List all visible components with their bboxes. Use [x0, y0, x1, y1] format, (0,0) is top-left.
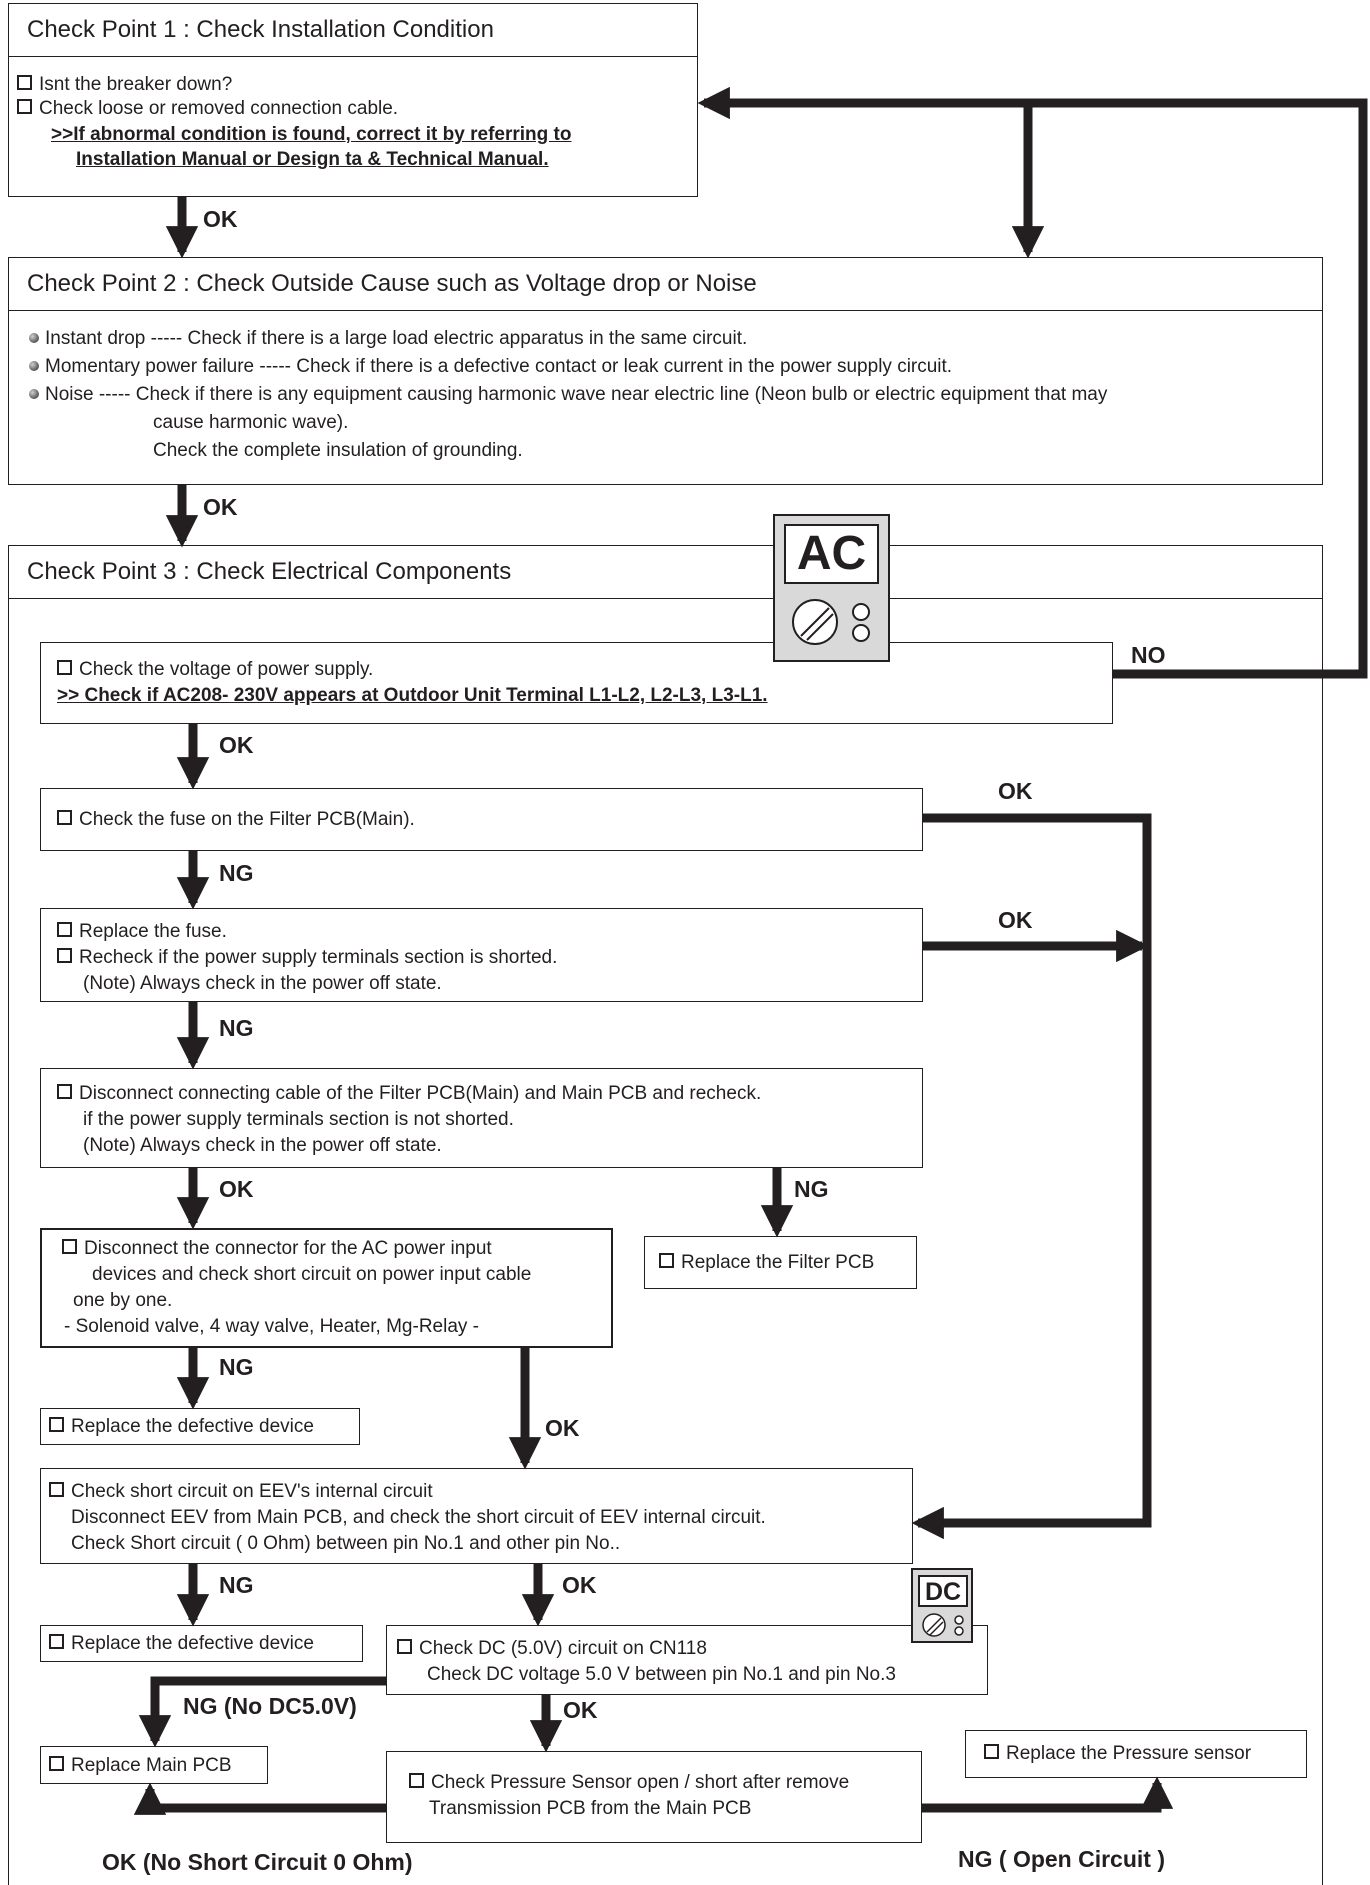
checkbox-icon: [62, 1239, 77, 1254]
ac-meter-label: AC: [784, 524, 879, 584]
checkbox-icon: [49, 1634, 64, 1649]
arrow-pressure-main-pcb: [133, 1782, 386, 1815]
check-point-3-title: Check Point 3 : Check Electrical Compone…: [9, 546, 1322, 599]
cp1-item-cable: Check loose or removed connection cable.: [17, 96, 398, 122]
pressure-check-line-1: Check Pressure Sensor open / short after…: [409, 1770, 849, 1796]
bullet-icon: [29, 389, 39, 399]
checkbox-icon: [57, 660, 72, 675]
ac-meter-dial: [792, 599, 870, 645]
label-ok-cp1: OK: [203, 206, 238, 232]
pressure-check-line-2: Transmission PCB from the Main PCB: [429, 1798, 752, 1819]
cp1-item-breaker: Isnt the breaker down?: [17, 72, 232, 98]
replace-fuse-box: Replace the fuse. Recheck if the power s…: [40, 908, 923, 1002]
check-point-1-box: Check Point 1 : Check Installation Condi…: [8, 3, 698, 197]
checkbox-icon: [57, 922, 72, 937]
dc-meter-dial: [922, 1613, 964, 1637]
cp1-instruction-2: Installation Manual or Design ta & Techn…: [76, 149, 549, 170]
fuse-check-box: Check the fuse on the Filter PCB(Main).: [40, 788, 923, 851]
arrow-fuse-ok-eev: [911, 813, 1152, 1540]
label-ng-open: NG ( Open Circuit ): [958, 1846, 1165, 1872]
arrow-no-loop: [697, 86, 1368, 679]
label-ok-dc: OK: [563, 1697, 598, 1723]
eev-check-line-2: Disconnect EEV from Main PCB, and check …: [71, 1507, 766, 1528]
arrow-dc-main-pcb: [138, 1676, 386, 1748]
label-ng-ac: NG: [219, 1354, 254, 1380]
checkbox-icon: [49, 1756, 64, 1771]
checkbox-icon: [659, 1253, 674, 1268]
disconnect-cable-line-1: Disconnect connecting cable of the Filte…: [57, 1081, 761, 1107]
disconnect-cable-box: Disconnect connecting cable of the Filte…: [40, 1068, 923, 1168]
replace-pressure-sensor-line: Replace the Pressure sensor: [984, 1741, 1251, 1767]
pressure-check-box: Check Pressure Sensor open / short after…: [386, 1751, 922, 1843]
label-ok-cp2: OK: [203, 494, 238, 520]
ac-devices-box: Disconnect the connector for the AC powe…: [40, 1228, 613, 1348]
label-ok-fuse: OK: [998, 778, 1033, 804]
ac-devices-line-2: devices and check short circuit on power…: [92, 1264, 532, 1285]
ac-devices-line-1: Disconnect the connector for the AC powe…: [62, 1236, 492, 1262]
check-point-2-box: Check Point 2 : Check Outside Cause such…: [8, 257, 1323, 485]
ac-devices-line-3: one by one.: [73, 1290, 173, 1311]
replace-fuse-line-2: Recheck if the power supply terminals se…: [57, 945, 557, 971]
voltage-check-line-2: >> Check if AC208- 230V appears at Outdo…: [57, 685, 768, 706]
checkbox-icon: [49, 1417, 64, 1432]
label-ng-no-dc: NG (No DC5.0V): [183, 1693, 357, 1719]
checkbox-icon: [49, 1482, 64, 1497]
label-ng-fuse: NG: [219, 860, 254, 886]
cp2-item-power-failure: Momentary power failure ----- Check if t…: [29, 354, 952, 380]
dc-check-line-1: Check DC (5.0V) circuit on CN118: [397, 1636, 707, 1662]
check-point-1-title: Check Point 1 : Check Installation Condi…: [9, 4, 697, 57]
replace-main-pcb-line: Replace Main PCB: [49, 1753, 232, 1779]
fuse-check-line: Check the fuse on the Filter PCB(Main).: [57, 807, 415, 833]
disconnect-cable-note: (Note) Always check in the power off sta…: [83, 1135, 442, 1156]
checkbox-icon: [17, 75, 32, 90]
eev-check-line-1: Check short circuit on EEV's internal ci…: [49, 1479, 433, 1505]
checkbox-icon: [397, 1639, 412, 1654]
voltage-check-box: Check the voltage of power supply. >> Ch…: [40, 642, 1113, 724]
bullet-icon: [29, 361, 39, 371]
label-ok-replace-fuse: OK: [998, 907, 1033, 933]
label-ok-voltage: OK: [219, 732, 254, 758]
disconnect-cable-line-2: if the power supply terminals section is…: [83, 1109, 514, 1130]
cp1-instruction-1: >>If abnormal condition is found, correc…: [51, 124, 572, 145]
checkbox-icon: [409, 1773, 424, 1788]
label-ok-ac: OK: [545, 1415, 580, 1441]
checkbox-icon: [57, 1084, 72, 1099]
cp2-item-noise: Noise ----- Check if there is any equipm…: [29, 382, 1107, 408]
eev-check-line-3: Check Short circuit ( 0 Ohm) between pin…: [71, 1533, 621, 1554]
dc-meter-label: DC: [918, 1575, 968, 1607]
check-point-2-title: Check Point 2 : Check Outside Cause such…: [9, 258, 1322, 311]
replace-pressure-sensor-box: Replace the Pressure sensor: [965, 1730, 1307, 1778]
dc-check-line-2: Check DC voltage 5.0 V between pin No.1 …: [427, 1664, 896, 1685]
label-ng-disconnect: NG: [794, 1176, 829, 1202]
eev-check-box: Check short circuit on EEV's internal ci…: [40, 1468, 913, 1564]
label-ok-no-short: OK (No Short Circuit 0 Ohm): [102, 1849, 413, 1875]
bullet-icon: [29, 333, 39, 343]
replace-filter-pcb-line: Replace the Filter PCB: [659, 1250, 874, 1276]
ac-devices-list: - Solenoid valve, 4 way valve, Heater, M…: [64, 1316, 480, 1337]
cp2-item-noise-cont: cause harmonic wave).: [153, 412, 349, 433]
checkbox-icon: [57, 810, 72, 825]
label-no: NO: [1131, 642, 1166, 668]
arrow-pressure-sensor: [922, 1776, 1174, 1813]
checkbox-icon: [17, 99, 32, 114]
replace-device-box-1: Replace the defective device: [40, 1408, 360, 1445]
checkbox-icon: [984, 1744, 999, 1759]
label-ok-disconnect: OK: [219, 1176, 254, 1202]
replace-fuse-line-1: Replace the fuse.: [57, 919, 227, 945]
label-ok-eev: OK: [562, 1572, 597, 1598]
dc-meter-icon: DC: [911, 1568, 973, 1643]
cp2-item-grounding: Check the complete insulation of groundi…: [153, 440, 523, 461]
label-ng-replace-fuse: NG: [219, 1015, 254, 1041]
ac-meter-icon: AC: [773, 514, 890, 662]
replace-device-line-2: Replace the defective device: [49, 1631, 314, 1657]
label-ng-eev: NG: [219, 1572, 254, 1598]
voltage-check-line-1: Check the voltage of power supply.: [57, 657, 373, 683]
checkbox-icon: [57, 948, 72, 963]
cp2-item-instant-drop: Instant drop ----- Check if there is a l…: [29, 326, 747, 352]
replace-filter-pcb-box: Replace the Filter PCB: [644, 1236, 917, 1289]
dc-check-box: Check DC (5.0V) circuit on CN118 Check D…: [386, 1625, 988, 1695]
replace-fuse-note: (Note) Always check in the power off sta…: [83, 973, 442, 994]
replace-device-line-1: Replace the defective device: [49, 1414, 314, 1440]
